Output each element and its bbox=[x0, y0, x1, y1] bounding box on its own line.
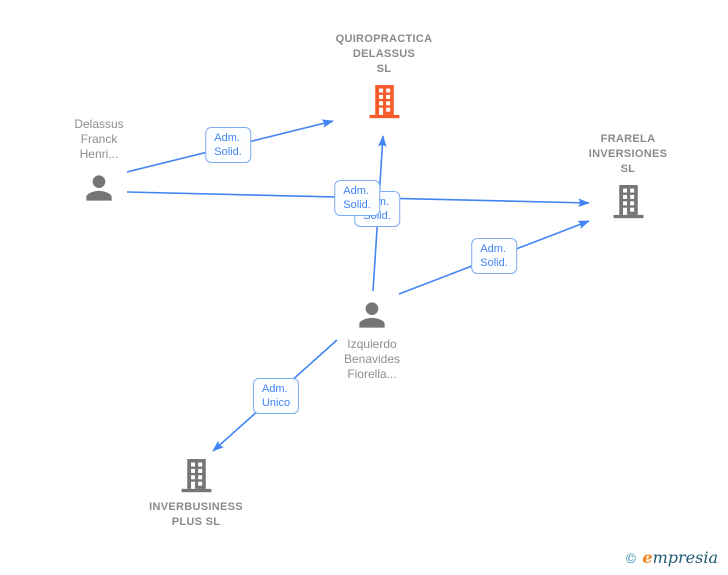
node-label: FRARELA INVERSIONES SL bbox=[589, 132, 668, 177]
edge-label-line: Solid. bbox=[343, 199, 371, 211]
node-label-line: Fiorella... bbox=[347, 367, 397, 381]
edge-label-line: Unico bbox=[261, 397, 291, 409]
node-izquierdo-benavides-fiorella[interactable]: Izquierdo Benavides Fiorella... bbox=[297, 296, 447, 382]
building-icon[interactable] bbox=[180, 458, 213, 493]
edge-label-adm-solid: Adm. Solid. bbox=[205, 127, 251, 163]
node-label-line: DELASSUS bbox=[352, 48, 416, 60]
node-label-line: Benavides bbox=[343, 352, 401, 366]
person-icon[interactable] bbox=[353, 296, 391, 334]
edge-label-line: Adm. bbox=[214, 132, 240, 144]
node-label: Delassus Franck Henri... bbox=[74, 117, 123, 162]
empresia-logo: © empresia bbox=[624, 548, 718, 567]
node-label-line: SL bbox=[620, 163, 636, 175]
edge-label-adm-unico: Adm. Unico bbox=[252, 378, 300, 414]
copyright-icon: © bbox=[624, 552, 638, 567]
edge-label-line: Solid. bbox=[214, 146, 242, 158]
node-label: INVERBUSINESS PLUS SL bbox=[149, 500, 243, 530]
edge-label-line: Adm. bbox=[343, 185, 369, 197]
edge-label-line: Adm. bbox=[261, 383, 288, 395]
edge-label-adm-solid: Adm. Solid. bbox=[334, 180, 380, 216]
node-label: QUIROPRACTICA DELASSUS SL bbox=[336, 32, 433, 77]
node-label-line: Henri... bbox=[79, 147, 119, 161]
building-icon[interactable] bbox=[612, 184, 645, 219]
node-inverbusiness-plus-sl[interactable]: INVERBUSINESS PLUS SL bbox=[121, 458, 271, 530]
node-frarela-inversiones-sl[interactable]: FRARELA INVERSIONES SL bbox=[553, 132, 703, 219]
node-label-line: Delassus bbox=[74, 117, 124, 131]
node-label-line: INVERBUSINESS bbox=[149, 501, 243, 513]
node-label-line: SL bbox=[376, 63, 392, 75]
edge-label-adm-solid: Adm. Solid. bbox=[471, 238, 517, 274]
edge-label-line: Solid. bbox=[480, 257, 508, 269]
building-icon[interactable] bbox=[368, 84, 401, 119]
node-label-line: Izquierdo bbox=[347, 337, 397, 351]
node-label: Izquierdo Benavides Fiorella... bbox=[344, 337, 400, 382]
node-label-line: Franck bbox=[80, 132, 118, 146]
edge-label-line: Adm. bbox=[480, 243, 506, 255]
brand-wordmark: empresia bbox=[642, 548, 718, 567]
person-icon[interactable] bbox=[80, 169, 118, 207]
node-label-line: INVERSIONES bbox=[588, 148, 668, 160]
node-label-line: QUIROPRACTICA bbox=[335, 33, 433, 45]
node-delassus-franck-henri[interactable]: Delassus Franck Henri... bbox=[24, 117, 174, 207]
node-label-line: FRARELA bbox=[600, 133, 656, 145]
node-label-line: PLUS SL bbox=[171, 516, 221, 528]
node-quiropractica-delassus-sl[interactable]: QUIROPRACTICA DELASSUS SL bbox=[309, 32, 459, 119]
